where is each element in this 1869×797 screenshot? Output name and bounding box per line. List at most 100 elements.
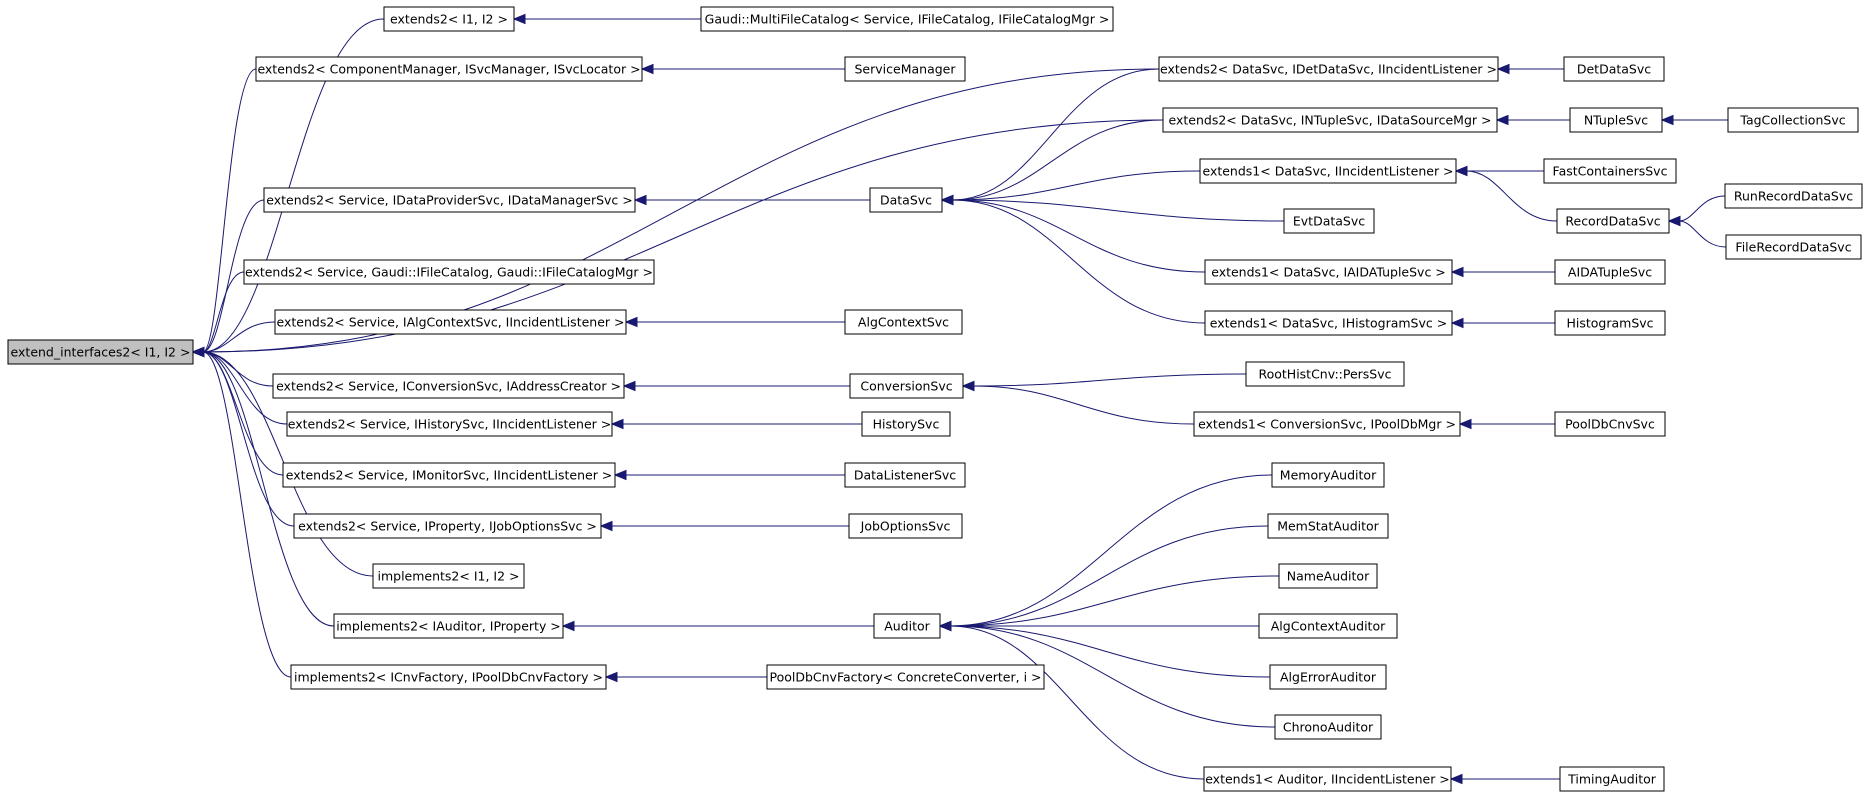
class-node-e1-aida[interactable]: extends1< DataSvc, IAIDATupleSvc > (1204, 259, 1453, 285)
class-node-e-comp[interactable]: extends2< ComponentManager, ISvcManager,… (255, 56, 643, 82)
class-node-fastc[interactable]: FastContainersSvc (1543, 158, 1677, 184)
inheritance-edge (949, 625, 1276, 728)
node-box (1724, 183, 1863, 209)
class-node-algctxaud[interactable]: AlgContextAuditor (1258, 613, 1398, 639)
inheritance-edge (202, 18, 385, 353)
class-node-poolcnv[interactable]: PoolDbCnvSvc (1554, 411, 1666, 437)
class-node-algctx[interactable]: AlgContextSvc (844, 309, 963, 335)
node-label: Auditor (884, 619, 930, 634)
class-node-impl-cnv[interactable]: implements2< ICnvFactory, IPoolDbCnvFact… (290, 664, 607, 690)
node-label: extends2< ComponentManager, ISvcManager,… (257, 62, 640, 77)
class-node-e-fc[interactable]: extends2< Service, Gaudi::IFileCatalog, … (243, 259, 655, 285)
nodes-layer: extend_interfaces2< I1, I2 > extends2< I1… (7, 6, 1863, 792)
class-node-detdata[interactable]: DetDataSvc (1563, 56, 1665, 82)
class-node-memstat[interactable]: MemStatAuditor (1267, 513, 1389, 539)
node-box (1554, 259, 1666, 285)
class-node-memaud[interactable]: MemoryAuditor (1271, 462, 1385, 488)
inheritance-edge (202, 321, 276, 353)
class-node-aida[interactable]: AIDATupleSvc (1554, 259, 1666, 285)
node-box (873, 613, 941, 639)
node-box (1554, 411, 1666, 437)
class-node-e-det[interactable]: extends2< DataSvc, IDetDataSvc, IInciden… (1158, 56, 1499, 82)
inheritance-edge (951, 68, 1160, 201)
class-node-e1-pool[interactable]: extends1< ConversionSvc, IPoolDbMgr > (1193, 411, 1461, 437)
class-node-recdata[interactable]: RecordDataSvc (1556, 208, 1670, 234)
class-node-runrec[interactable]: RunRecordDataSvc (1724, 183, 1863, 209)
class-node-e1-incl[interactable]: extends1< DataSvc, IIncidentListener > (1199, 158, 1457, 184)
arrowhead (1449, 773, 1463, 785)
node-label: extends2< Service, IHistorySvc, IInciden… (288, 417, 612, 432)
class-node-chrono[interactable]: ChronoAuditor (1274, 714, 1382, 740)
class-node-e-dp[interactable]: extends2< Service, IDataProviderSvc, IDa… (263, 187, 636, 213)
class-node-e-hsvc[interactable]: extends2< Service, IHistorySvc, IInciden… (286, 411, 613, 437)
node-box (243, 259, 655, 285)
class-node-auditor[interactable]: Auditor (873, 613, 941, 639)
class-node-impl-i1i2[interactable]: implements2< I1, I2 > (372, 563, 525, 589)
node-label: AlgContextSvc (858, 315, 949, 330)
node-label: extends2< I1, I2 > (390, 12, 508, 27)
inheritance-edge (202, 68, 257, 353)
class-node-impl-aud[interactable]: implements2< IAuditor, IProperty > (333, 613, 564, 639)
class-node-timing[interactable]: TimingAuditor (1559, 766, 1665, 792)
class-node-mfc[interactable]: Gaudi::MultiFileCatalog< Service, IFileC… (700, 6, 1114, 32)
arrowhead (1660, 114, 1674, 126)
node-label: DataListenerSvc (854, 468, 956, 483)
node-label: ChronoAuditor (1283, 720, 1374, 735)
node-label: extends2< Service, IAlgContextSvc, IInci… (277, 315, 625, 330)
node-box (861, 411, 951, 437)
class-node-e1-hist[interactable]: extends1< DataSvc, IHistogramSvc > (1204, 310, 1453, 336)
inheritance-edge (972, 385, 1195, 425)
class-node-e-mon[interactable]: extends2< Service, IMonitorSvc, IInciden… (282, 462, 616, 488)
class-node-algerr[interactable]: AlgErrorAuditor (1269, 664, 1387, 690)
class-node-convsvc[interactable]: ConversionSvc (849, 373, 964, 399)
arrowhead (640, 63, 654, 75)
arrowhead (1458, 418, 1472, 430)
class-node-poolfac[interactable]: PoolDbCnvFactory< ConcreteConverter, i > (766, 664, 1045, 690)
node-box (1283, 208, 1375, 234)
node-label: MemStatAuditor (1277, 519, 1379, 534)
class-node-histsvc[interactable]: HistogramSvc (1554, 310, 1666, 336)
arrowhead (938, 620, 952, 632)
class-node-historysvc[interactable]: HistorySvc (861, 411, 951, 437)
class-node-root[interactable]: extend_interfaces2< I1, I2 > (7, 339, 194, 365)
node-label: extends2< Service, IProperty, IJobOption… (298, 519, 597, 534)
class-node-roothist[interactable]: RootHistCnv::PersSvc (1245, 361, 1405, 387)
node-label: RootHistCnv::PersSvc (1258, 367, 1391, 382)
inheritance-edge (951, 119, 1164, 201)
node-box (1203, 766, 1452, 792)
node-box (263, 187, 636, 213)
node-label: PoolDbCnvSvc (1565, 417, 1655, 432)
class-node-e-prop[interactable]: extends2< Service, IProperty, IJobOption… (293, 513, 602, 539)
node-box (766, 664, 1045, 690)
node-box (282, 462, 616, 488)
node-label: extends1< DataSvc, IIncidentListener > (1202, 164, 1453, 179)
node-label: ConversionSvc (860, 379, 952, 394)
node-label: extends1< ConversionSvc, IPoolDbMgr > (1198, 417, 1456, 432)
class-node-evtdata[interactable]: EvtDataSvc (1283, 208, 1375, 234)
inheritance-edge (202, 119, 1164, 353)
class-node-ntuple[interactable]: NTupleSvc (1569, 107, 1663, 133)
inheritance-edge (1678, 220, 1727, 248)
class-node-svcmgr[interactable]: ServiceManager (844, 56, 966, 82)
class-node-datasvc[interactable]: DataSvc (869, 187, 943, 213)
node-label: extends2< Service, IDataProviderSvc, IDa… (266, 193, 633, 208)
arrowhead (1450, 317, 1464, 329)
class-node-e-alg[interactable]: extends2< Service, IAlgContextSvc, IInci… (274, 309, 627, 335)
node-label: TagCollectionSvc (1739, 113, 1845, 128)
class-node-e-i1i2[interactable]: extends2< I1, I2 > (383, 6, 515, 32)
class-node-datalis[interactable]: DataListenerSvc (844, 462, 966, 488)
arrowhead (1450, 266, 1464, 278)
class-node-e-ntup[interactable]: extends2< DataSvc, INTupleSvc, IDataSour… (1162, 107, 1498, 133)
class-node-jobopt[interactable]: JobOptionsSvc (848, 513, 963, 539)
node-box (1556, 208, 1670, 234)
node-box (7, 339, 194, 365)
node-label: AlgContextAuditor (1271, 619, 1386, 634)
class-node-tagcoll[interactable]: TagCollectionSvc (1727, 107, 1859, 133)
class-node-nameaud[interactable]: NameAuditor (1278, 563, 1378, 589)
class-node-filerec[interactable]: FileRecordDataSvc (1725, 234, 1862, 260)
inheritance-edge (1678, 195, 1726, 222)
class-node-e1-aud[interactable]: extends1< Auditor, IIncidentListener > (1203, 766, 1452, 792)
node-label: AlgErrorAuditor (1280, 670, 1377, 685)
node-box (1204, 259, 1453, 285)
class-node-e-conv[interactable]: extends2< Service, IConversionSvc, IAddr… (272, 373, 625, 399)
